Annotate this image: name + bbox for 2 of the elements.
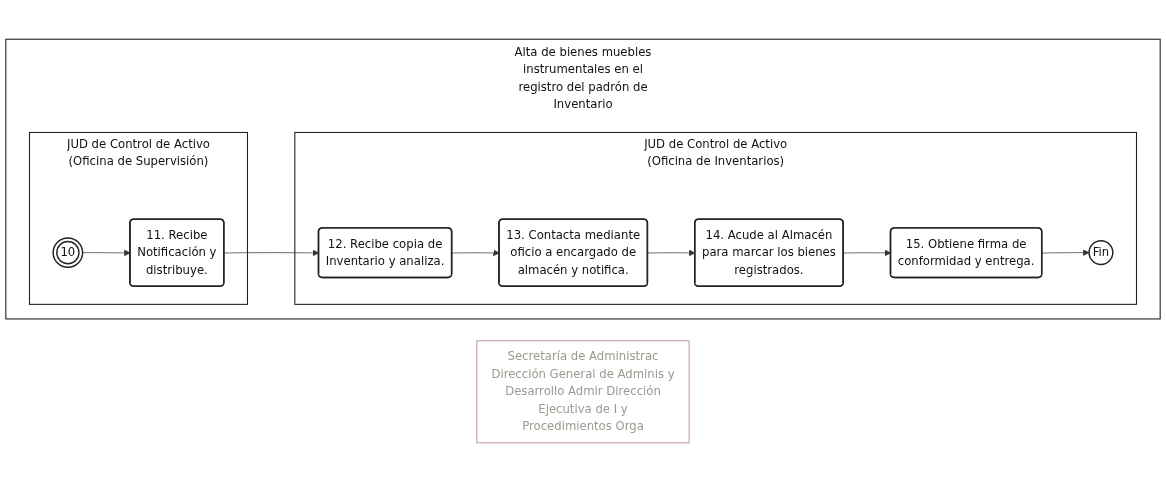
node-box: Secretaría de Administrac Dirección General de Adminis y Desarrollo Admir Dirección Ejecutiva de I y Procedimientos Orga [476,340,690,444]
node-circle: Fin [1088,240,1114,266]
